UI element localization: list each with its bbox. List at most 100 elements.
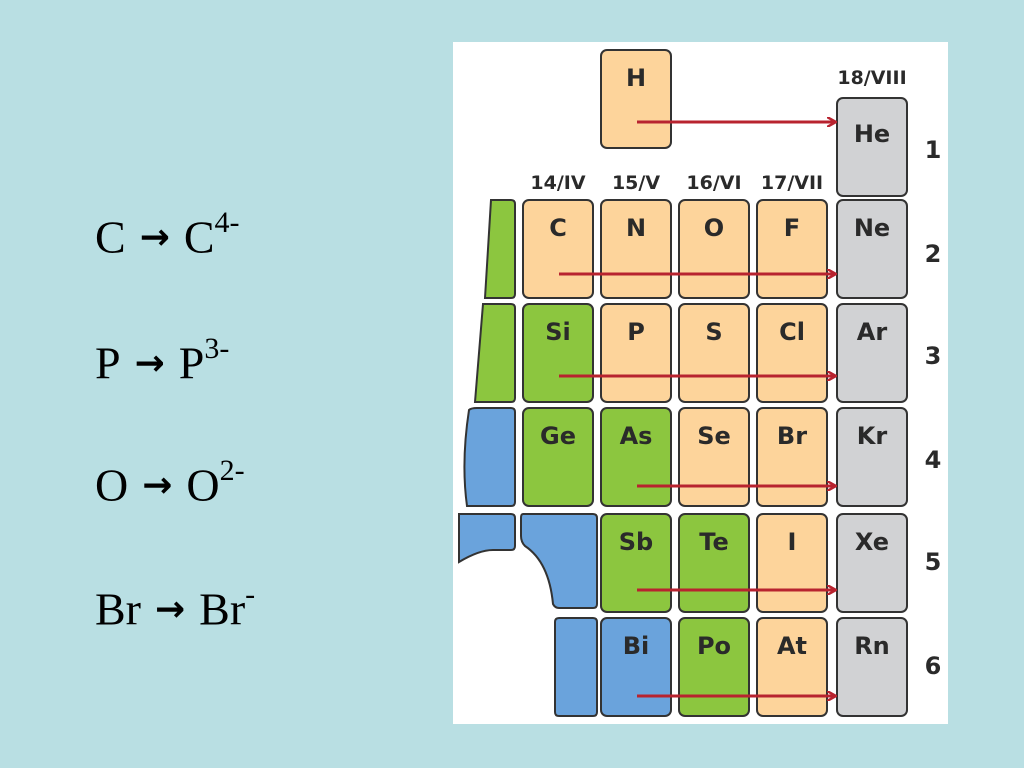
element-cell-at: At	[756, 617, 828, 717]
ion-charge: 4-	[214, 206, 240, 239]
element-symbol: Br	[777, 422, 807, 450]
element-cell-o: O	[678, 199, 750, 299]
period-number: 2	[925, 240, 942, 268]
element-symbol: Sb	[619, 528, 653, 556]
element-symbol: I	[788, 528, 797, 556]
element-symbol: Bi	[623, 632, 650, 660]
cell-box	[836, 407, 908, 507]
group-header: 15/V	[612, 172, 660, 194]
element-symbol: Kr	[857, 422, 888, 450]
element-symbol: Ne	[854, 214, 890, 242]
cell-box	[522, 407, 594, 507]
arrow-right-icon: →	[142, 465, 173, 507]
element-symbol: Ar	[857, 318, 888, 346]
ion-equations: C→C4- P→P3- O→O2- Br→Br-	[95, 0, 435, 768]
cell-box	[836, 199, 908, 299]
cell-box	[600, 617, 672, 717]
element-cell-n: N	[600, 199, 672, 299]
element-cell-te: Te	[678, 513, 750, 613]
element-symbol: Si	[545, 318, 571, 346]
cell-box	[600, 513, 672, 613]
cell-box	[756, 407, 828, 507]
period-number: 4	[925, 446, 942, 474]
element-cell-se: Se	[678, 407, 750, 507]
cell-box	[836, 617, 908, 717]
cell-box	[600, 407, 672, 507]
cell-box	[678, 407, 750, 507]
element-cell-as: As	[600, 407, 672, 507]
element-cell-p: P	[600, 303, 672, 403]
arrow-right-icon: →	[134, 343, 165, 385]
element-symbol: He	[854, 120, 890, 148]
partial-cell-metal	[520, 513, 598, 609]
cell-box	[678, 513, 750, 613]
element-cell-si: Si	[522, 303, 594, 403]
element-cell-cl: Cl	[756, 303, 828, 403]
ion-charge: 3-	[204, 332, 230, 365]
element-symbol: P	[95, 337, 121, 389]
group-header: 16/VI	[686, 172, 741, 194]
element-cell-ge: Ge	[522, 407, 594, 507]
equation-oxygen: O→O2-	[95, 456, 245, 511]
period-number: 3	[925, 342, 942, 370]
period-numbers: 1 2 3 4 5 6	[925, 136, 942, 680]
group-header: 17/VII	[761, 172, 823, 194]
electron-gain-arrows	[559, 122, 835, 696]
partial-cell-metalloid	[473, 303, 516, 403]
element-symbol: P	[627, 318, 645, 346]
element-cell-bi: Bi	[600, 617, 672, 717]
element-symbol: As	[620, 422, 653, 450]
equation-carbon: C→C4-	[95, 208, 240, 263]
ion-symbol: Br	[199, 583, 246, 635]
element-symbol: Te	[699, 528, 728, 556]
element-symbol: O	[704, 214, 724, 242]
element-cell-f: F	[756, 199, 828, 299]
ion-symbol: C	[183, 211, 215, 263]
element-cell-ne: Ne	[836, 199, 908, 299]
element-cell-ar: Ar	[836, 303, 908, 403]
element-cell-s: S	[678, 303, 750, 403]
element-symbol: Po	[697, 632, 731, 660]
element-cell-h: H	[600, 49, 672, 149]
element-symbol: Rn	[854, 632, 890, 660]
ion-symbol: O	[186, 459, 220, 511]
element-symbol: N	[626, 214, 646, 242]
group-header: 14/IV	[530, 172, 585, 194]
cell-box	[836, 513, 908, 613]
cell-box	[836, 303, 908, 403]
equation-bromine: Br→Br-	[95, 580, 255, 635]
cell-box	[836, 97, 908, 197]
equation-phosphorus: P→P3-	[95, 334, 229, 389]
element-symbol: Cl	[779, 318, 805, 346]
partial-cell-metal	[458, 513, 516, 564]
element-symbol: Xe	[855, 528, 889, 556]
element-symbol: Ge	[540, 422, 576, 450]
partial-cell-metal	[463, 407, 516, 507]
element-symbol: Br	[95, 583, 141, 635]
element-symbol: C	[95, 211, 126, 263]
cell-box	[756, 617, 828, 717]
cell-box	[678, 617, 750, 717]
period-number: 6	[925, 652, 942, 680]
cell-box	[756, 513, 828, 613]
element-symbol: H	[626, 64, 646, 92]
partial-cells	[458, 199, 598, 717]
element-cell-rn: Rn	[836, 617, 908, 717]
element-cell-kr: Kr	[836, 407, 908, 507]
ion-symbol: P	[178, 337, 205, 389]
element-cell-c: C	[522, 199, 594, 299]
element-cell-po: Po	[678, 617, 750, 717]
element-symbol: S	[705, 318, 722, 346]
element-symbol: At	[777, 632, 807, 660]
period-number: 1	[925, 136, 942, 164]
period-number: 5	[925, 548, 942, 576]
element-cell-he: He	[836, 97, 908, 197]
element-symbol: C	[549, 214, 567, 242]
arrow-right-icon: →	[139, 217, 170, 259]
partial-cell-metalloid	[483, 199, 516, 299]
element-symbol: Se	[697, 422, 731, 450]
